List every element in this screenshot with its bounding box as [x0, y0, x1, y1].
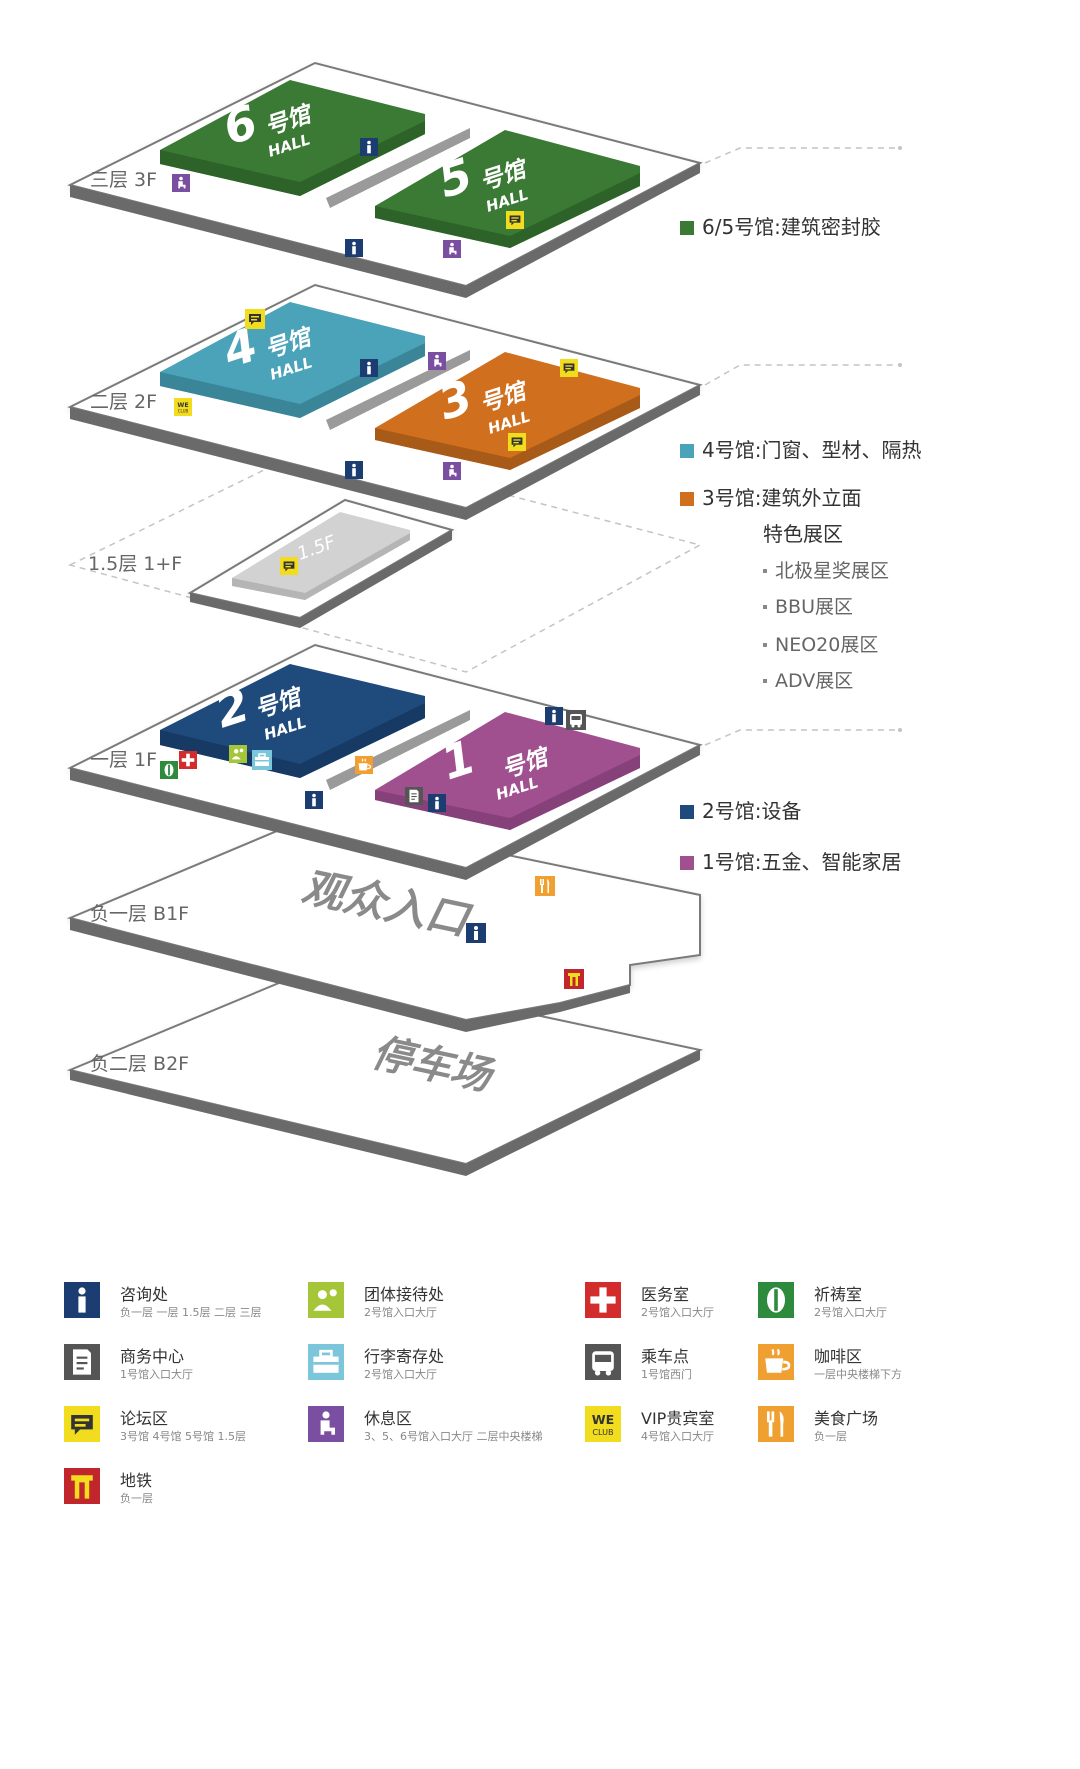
legend-item-medical: 医务室 2号馆入口大厅 — [585, 1282, 835, 1326]
vip-club-icon — [174, 398, 192, 416]
green-swatch — [680, 221, 694, 235]
floor-b2: 停车场 负二层 B2F — [66, 966, 704, 1176]
coffee-icon — [758, 1344, 794, 1380]
mezzanine-outline — [67, 444, 703, 673]
legend-hall-1: 1号馆:五金、智能家居 — [680, 846, 901, 875]
info-icon — [428, 794, 446, 812]
food-court-icon — [535, 876, 555, 896]
legend-hall-6-5: 6/5号馆:建筑密封胶 — [680, 211, 881, 240]
legend-hall-6-5-text: 6/5号馆:建筑密封胶 — [702, 215, 881, 239]
feature-zone-item: 北极星奖展区 — [763, 556, 889, 583]
venue-floor-map: WECLUB 停车场 负二层 B2F 观众入口 负一层 B1F 2 — [66, 61, 902, 1176]
legend-item-info: 咨询处 负一层 一层 1.5层 二层 三层 — [64, 1282, 314, 1326]
legend-item-luggage: 行李寄存处 2号馆入口大厅 — [308, 1344, 558, 1388]
feature-zone-item: ADV展区 — [763, 666, 853, 693]
legend-hall-1-text: 1号馆:五金、智能家居 — [702, 850, 902, 874]
floor-b2-label: 负二层 B2F — [90, 1053, 189, 1075]
metro-icon — [564, 969, 584, 989]
legend-item-forum: 论坛区 3号馆 4号馆 5号馆 1.5层 — [64, 1406, 314, 1450]
medical-cross-icon — [179, 751, 197, 769]
legend-item-prayer: 祈祷室 2号馆入口大厅 — [758, 1282, 1008, 1326]
info-icon — [64, 1282, 100, 1318]
floor-2f: 4 号馆 HALL 3 号馆 HALL 二层 2F — [67, 283, 703, 520]
floor-b1: 观众入口 负一层 B1F — [66, 813, 701, 1032]
legend-hall-3-text: 3号馆:建筑外立面 — [702, 486, 862, 510]
medical-cross-icon — [585, 1282, 621, 1318]
prayer-room-icon — [160, 760, 178, 780]
food-court-icon — [758, 1406, 794, 1442]
info-icon — [466, 923, 486, 943]
feature-zone-title: 特色展区 — [763, 522, 843, 546]
forum-icon — [508, 433, 526, 451]
floor-2f-label: 二层 2F — [90, 391, 157, 413]
legend-item-food: 美食广场 负一层 — [758, 1406, 1008, 1450]
legend-hall-3: 3号馆:建筑外立面 — [680, 482, 861, 511]
legend-hall-4: 4号馆:门窗、型材、隔热 — [680, 434, 921, 463]
floor-1-5f: 1.5F 1.5层 1+F — [88, 498, 455, 628]
group-reception-icon — [229, 745, 247, 763]
legend-hall-2: 2号馆:设备 — [680, 795, 801, 824]
luggage-icon — [252, 750, 272, 770]
legend-item-business: 商务中心 1号馆入口大厅 — [64, 1344, 314, 1388]
legend-hall-2-text: 2号馆:设备 — [702, 799, 802, 823]
metro-icon — [64, 1468, 100, 1504]
feature-zone-item: NEO20展区 — [763, 630, 878, 657]
floor-b1-label: 负一层 B1F — [90, 903, 189, 925]
prayer-room-icon — [758, 1282, 794, 1318]
info-icon — [345, 461, 363, 479]
rest-area-icon — [443, 462, 461, 480]
forum-icon — [560, 359, 578, 377]
group-reception-icon — [308, 1282, 344, 1318]
legend-item-coffee: 咖啡区 一层中央楼梯下方 — [758, 1344, 1008, 1388]
feature-zone-item: BBU展区 — [763, 592, 853, 619]
forum-icon — [280, 557, 298, 575]
magenta-swatch — [680, 856, 694, 870]
legend-item-bus: 乘车点 1号馆西门 — [585, 1344, 835, 1388]
rest-area-icon — [172, 174, 190, 192]
legend-hall-4-text: 4号馆:门窗、型材、隔热 — [702, 438, 922, 462]
bus-icon — [585, 1344, 621, 1380]
business-center-icon — [405, 787, 423, 805]
orange-swatch — [680, 492, 694, 506]
forum-icon — [64, 1406, 100, 1442]
info-icon — [345, 239, 363, 257]
forum-icon — [245, 309, 265, 329]
rest-area-icon — [428, 352, 446, 370]
bus-icon — [566, 710, 586, 730]
leader-lines — [704, 147, 900, 746]
rest-area-icon — [308, 1406, 344, 1442]
floor-1-5f-label: 1.5层 1+F — [88, 553, 182, 575]
coffee-icon — [355, 755, 373, 775]
floor-1f-label: 一层 1F — [90, 749, 157, 771]
business-center-icon — [64, 1344, 100, 1380]
floor-3f: 6 号馆 HALL 5 号馆 HALL 三层 3F — [67, 61, 703, 298]
legend-item-vip: VIP贵宾室 4号馆入口大厅 — [585, 1406, 835, 1450]
info-icon — [360, 138, 378, 156]
rest-area-icon — [443, 240, 461, 258]
info-icon — [305, 791, 323, 809]
info-icon — [545, 707, 563, 725]
luggage-icon — [308, 1344, 344, 1380]
navy-swatch — [680, 805, 694, 819]
floor-1f: 2 号馆 HALL 1 号馆 HALL 一层 1F — [67, 643, 703, 880]
teal-swatch — [680, 444, 694, 458]
legend-item-metro: 地铁 负一层 — [64, 1468, 314, 1512]
forum-icon — [506, 211, 524, 229]
legend-item-group-reception: 团体接待处 2号馆入口大厅 — [308, 1282, 558, 1326]
floor-3f-label: 三层 3F — [90, 169, 157, 191]
legend-item-rest: 休息区 3、5、6号馆入口大厅 二层中央楼梯 — [308, 1406, 558, 1450]
info-icon — [360, 359, 378, 377]
vip-club-icon — [585, 1406, 621, 1442]
